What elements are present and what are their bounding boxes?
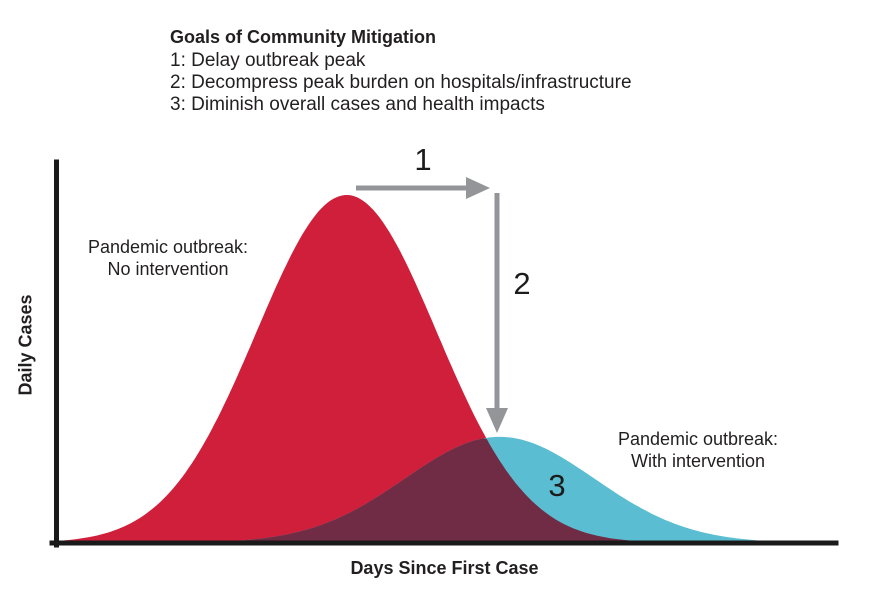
- no-intervention-label-line2: No intervention: [107, 259, 229, 279]
- annotation-1: 1: [414, 142, 432, 177]
- decompress-arrowhead-icon: [486, 408, 508, 433]
- no-intervention-label-line1: Pandemic outbreak:: [87, 237, 249, 257]
- no-intervention-curve: [56, 195, 833, 543]
- delay-peak-arrow: [356, 177, 490, 199]
- with-intervention-label-line1: Pandemic outbreak:: [617, 429, 779, 449]
- no-intervention-label: Pandemic outbreak: No intervention: [68, 236, 268, 280]
- goal-line-3: 3: Diminish overall cases and health imp…: [170, 94, 545, 115]
- goals-title: Goals of Community Mitigation: [170, 27, 436, 47]
- curves-overlap-region: [56, 438, 833, 543]
- decompress-burden-arrow: [486, 193, 508, 433]
- goal-line-2: 2: Decompress peak burden on hospitals/i…: [170, 72, 632, 93]
- with-intervention-label-line2: With intervention: [630, 451, 766, 471]
- x-axis-label: Days Since First Case: [350, 558, 539, 578]
- goal-line-1: 1: Delay outbreak peak: [170, 50, 366, 71]
- mitigation-goals-header: Goals of Community Mitigation 1: Delay o…: [170, 26, 632, 116]
- with-intervention-label: Pandemic outbreak: With intervention: [598, 428, 798, 472]
- delay-peak-arrowhead-icon: [466, 177, 490, 199]
- annotation-3: 3: [548, 468, 566, 503]
- annotation-2: 2: [513, 266, 531, 301]
- y-axis-label: Daily Cases: [15, 294, 36, 396]
